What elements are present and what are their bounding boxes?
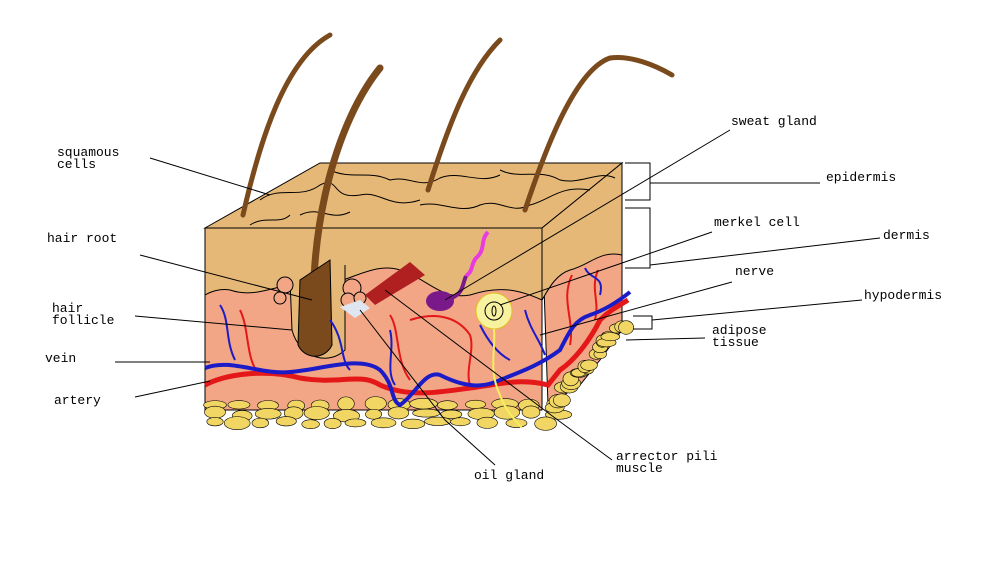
fat-cell xyxy=(600,332,621,342)
fat-cell xyxy=(223,416,251,430)
fat-cell xyxy=(323,417,342,430)
fat-cell xyxy=(251,417,269,429)
label-epidermis: epidermis xyxy=(826,170,896,185)
fat-cell xyxy=(465,399,486,409)
fat-cell xyxy=(227,400,251,410)
sweat-duct-lower xyxy=(451,275,468,300)
fat-cell xyxy=(580,359,598,371)
fat-cell xyxy=(552,393,571,408)
fat-cell xyxy=(275,416,297,427)
fat-cell xyxy=(364,396,387,411)
hair-1 xyxy=(240,32,333,218)
label-arrector-pili-1: arrector pili xyxy=(616,449,718,464)
oil-gland-duct xyxy=(340,300,370,318)
hairs xyxy=(240,32,675,354)
fat-cell xyxy=(204,405,226,419)
fat-cell xyxy=(337,396,355,411)
label-dermis: dermis xyxy=(883,228,930,243)
label-nerve: nerve xyxy=(735,264,774,279)
fat-cell xyxy=(412,408,441,418)
label-squamous-cells-1: squamous xyxy=(57,145,119,160)
epidermis-right xyxy=(541,161,623,302)
label-hypodermis: hypodermis xyxy=(864,288,942,303)
label-merkel-cell: merkel cell xyxy=(714,215,800,230)
arteries xyxy=(239,269,599,386)
label-squamous-cells-2: cells xyxy=(57,157,96,172)
fat-cell xyxy=(476,416,498,429)
merkel-cell-core xyxy=(491,305,497,317)
fat-cell xyxy=(387,406,410,420)
leader-lines xyxy=(115,129,733,466)
arrector-pili-muscle xyxy=(365,262,425,305)
label-hair-follicle-1: hair xyxy=(52,301,83,316)
nerve xyxy=(492,328,523,429)
fat-cell xyxy=(370,417,397,429)
label-hair-follicle-2: follicle xyxy=(52,313,114,328)
fat-cell xyxy=(365,408,383,420)
merkel-cell-ring xyxy=(484,301,504,321)
dermis-bracket xyxy=(625,207,881,269)
label-vein: vein xyxy=(45,351,76,366)
hair-bulb xyxy=(297,259,333,357)
merkel-cell xyxy=(475,292,513,330)
label-adipose-tissue-2: tissue xyxy=(712,335,759,350)
label-oil-gland: oil gland xyxy=(474,468,544,483)
label-artery: artery xyxy=(54,393,101,408)
fat-cell xyxy=(521,405,541,419)
hair-3 xyxy=(425,37,503,193)
hair-4 xyxy=(522,54,675,213)
vein xyxy=(204,290,632,408)
veins xyxy=(219,267,602,386)
oil-gland xyxy=(273,276,367,308)
label-sweat-gland: sweat gland xyxy=(731,114,817,129)
epidermis-bracket xyxy=(625,162,820,201)
sweat-duct xyxy=(464,230,490,278)
sweat-gland xyxy=(426,291,454,311)
fat-cell xyxy=(344,418,367,428)
label-hair-root: hair root xyxy=(47,231,117,246)
fat-cell xyxy=(409,398,438,410)
fat-cell xyxy=(254,408,282,420)
label-adipose-tissue-1: adipose xyxy=(712,323,767,338)
fat-cell xyxy=(301,419,320,429)
fat-cell xyxy=(450,417,471,427)
fat-cell xyxy=(303,406,330,420)
fat-cell xyxy=(618,320,634,335)
fat-cell xyxy=(493,405,520,420)
hypodermis-bracket xyxy=(633,299,863,330)
adipose-cells xyxy=(203,320,634,431)
fat-cell xyxy=(206,417,224,427)
label-arrector-pili-2: muscle xyxy=(616,461,663,476)
fat-cell xyxy=(437,400,458,410)
artery xyxy=(203,297,630,396)
squamous-cell-outlines xyxy=(249,169,616,226)
fat-cell xyxy=(534,416,557,431)
fat-cell xyxy=(400,418,426,429)
